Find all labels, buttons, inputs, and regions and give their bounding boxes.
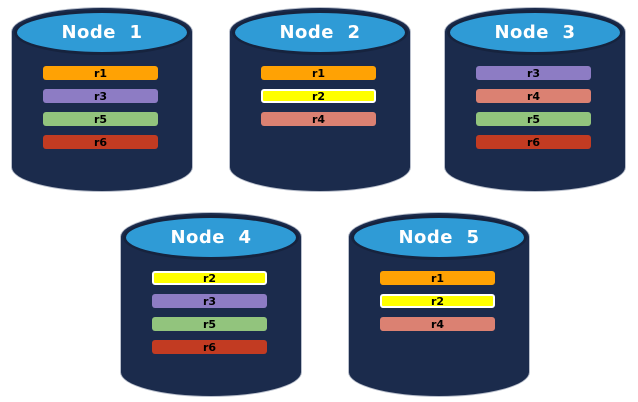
replica-list: r1 r2 r4 [261, 66, 376, 126]
replica-bar: r4 [380, 317, 495, 331]
cylinder-top-ellipse: Node 1 [14, 10, 190, 55]
replica-bar: r4 [476, 89, 591, 103]
cylinder-top-ellipse: Node 2 [232, 10, 408, 55]
replica-bar: r6 [476, 135, 591, 149]
replica-bar: r3 [43, 89, 158, 103]
replica-bar: r6 [43, 135, 158, 149]
replica-bar: r6 [152, 340, 267, 354]
node-3-cylinder: Node 3 r3 r4 r5 r6 [445, 8, 625, 191]
replica-bar: r2 [261, 89, 376, 103]
replica-bar: r1 [261, 66, 376, 80]
node-5-cylinder: Node 5 r1 r2 r4 [349, 213, 529, 396]
replica-bar: r3 [476, 66, 591, 80]
node-2-cylinder: Node 2 r1 r2 r4 [230, 8, 410, 191]
replica-bar: r1 [380, 271, 495, 285]
node-title: Node 2 [279, 21, 361, 43]
replica-bar: r5 [152, 317, 267, 331]
node-title: Node 3 [494, 21, 576, 43]
node-title: Node 4 [170, 226, 252, 248]
replica-bar: r2 [152, 271, 267, 285]
cylinder-top-ellipse: Node 5 [351, 215, 527, 260]
replica-bar: r5 [476, 112, 591, 126]
cylinder-top-ellipse: Node 3 [447, 10, 623, 55]
replica-list: r2 r3 r5 r6 [152, 271, 267, 354]
replica-list: r1 r3 r5 r6 [43, 66, 158, 149]
node-4-cylinder: Node 4 r2 r3 r5 r6 [121, 213, 301, 396]
replica-bar: r5 [43, 112, 158, 126]
replica-bar: r4 [261, 112, 376, 126]
replica-list: r3 r4 r5 r6 [476, 66, 591, 149]
replica-bar: r2 [380, 294, 495, 308]
node-title: Node 1 [61, 21, 143, 43]
node-1-cylinder: Node 1 r1 r3 r5 r6 [12, 8, 192, 191]
replica-bar: r3 [152, 294, 267, 308]
replica-bar: r1 [43, 66, 158, 80]
node-title: Node 5 [398, 226, 480, 248]
replica-list: r1 r2 r4 [380, 271, 495, 331]
cylinder-top-ellipse: Node 4 [123, 215, 299, 260]
